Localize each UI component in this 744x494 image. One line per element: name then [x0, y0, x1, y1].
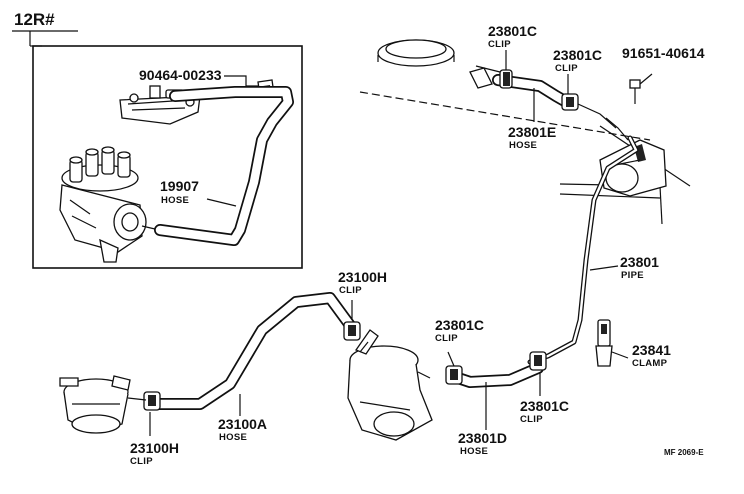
- clip-23801c-top-left-illustration: [469, 67, 513, 89]
- part-name-19907: HOSE: [161, 195, 189, 206]
- vacuum-pump-illustration: [347, 329, 433, 441]
- distributor-illustration: [59, 146, 156, 263]
- part-name-23801c-a: CLIP: [488, 39, 511, 50]
- part-name-23100h-a: CLIP: [339, 285, 362, 296]
- part-name-23100h-b: CLIP: [130, 456, 153, 467]
- part-number-23801: 23801: [620, 254, 659, 270]
- engine-code-header: 12R#: [12, 10, 78, 47]
- inset-box: 90464-00233 19907 HOSE: [32, 45, 303, 269]
- part-name-23801d: HOSE: [460, 446, 488, 457]
- clip-23100h-lower-illustration: [143, 391, 161, 436]
- part-number-19907: 19907: [160, 178, 199, 194]
- clip-23100h-upper-illustration: [343, 300, 361, 341]
- clip-23801c-mid-left-illustration: [445, 351, 463, 385]
- part-name-23841: CLAMP: [632, 358, 668, 369]
- part-number-23801c-c: 23801C: [435, 317, 484, 333]
- part-name-23100a: HOSE: [219, 432, 247, 443]
- part-name-23801c-c: CLIP: [435, 333, 458, 344]
- part-number-90464: 90464-00233: [139, 67, 222, 83]
- clip-23801c-top-right-illustration: [561, 93, 617, 129]
- figure-reference: MF 2069-E: [664, 448, 704, 457]
- bolt-91651-illustration: [629, 73, 653, 104]
- part-number-23801d: 23801D: [458, 430, 507, 446]
- engine-head-illustration: [359, 39, 691, 225]
- part-number-23801c-b: 23801C: [553, 47, 602, 63]
- fuel-pump-left-illustration: [59, 375, 147, 434]
- part-name-23801c-d: CLIP: [520, 414, 543, 425]
- clamp-23841-illustration: [595, 319, 629, 367]
- part-number-91651: 91651-40614: [622, 45, 705, 61]
- part-number-23100h-b: 23100H: [130, 440, 179, 456]
- part-number-23801e: 23801E: [508, 124, 556, 140]
- part-name-23801c-b: CLIP: [555, 63, 578, 74]
- part-name-23801: PIPE: [621, 270, 644, 281]
- part-number-23801c-a: 23801C: [488, 23, 537, 39]
- part-number-23801c-d: 23801C: [520, 398, 569, 414]
- part-number-23841: 23841: [632, 342, 671, 358]
- engine-code: 12R#: [14, 10, 55, 29]
- part-number-23100h-a: 23100H: [338, 269, 387, 285]
- part-number-23100a: 23100A: [218, 416, 267, 432]
- clip-23801c-mid-right-illustration: [529, 351, 547, 396]
- part-name-23801e: HOSE: [509, 140, 537, 151]
